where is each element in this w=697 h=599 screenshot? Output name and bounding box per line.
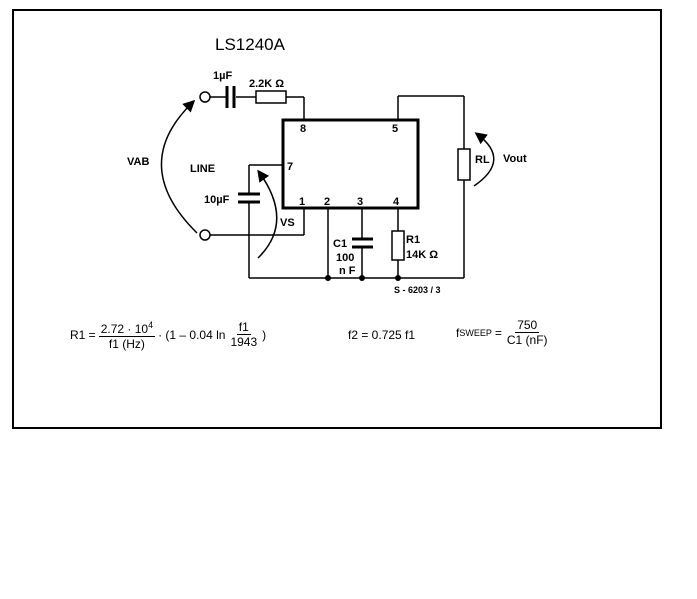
rl-label: RL — [475, 154, 490, 166]
eq-r1-ln-fraction: f1 1943 — [228, 320, 259, 349]
resistor-rl — [457, 148, 471, 181]
cap-1uf-label: 1µF — [213, 70, 232, 82]
pin-7-label: 7 — [287, 161, 293, 173]
eq-r1-den: f1 (Hz) — [108, 337, 145, 351]
resistor-2k2 — [255, 90, 287, 104]
c1-name-label: C1 — [333, 238, 347, 250]
pin-4-label: 4 — [393, 196, 400, 208]
c1-value-b: n F — [339, 265, 356, 277]
pin-1-label: 1 — [299, 196, 305, 208]
eq-f2-text: f2 = 0.725 f1 — [348, 328, 416, 342]
ic-body — [281, 118, 420, 210]
vab-label: VAB — [127, 156, 149, 168]
drawing-reference: S - 6203 / 3 — [394, 285, 441, 295]
eq-r1-mid: · (1 – 0.04 ln — [158, 327, 226, 342]
eq-r1-exp: 4 — [148, 320, 154, 330]
vout-arrow — [473, 132, 495, 187]
eq-fsweep-fraction: 750 C1 (nF) — [505, 318, 550, 347]
resistor-r1 — [391, 230, 405, 261]
eq-r1-ln-num: f1 — [236, 320, 251, 335]
terminal-a — [199, 91, 211, 103]
capacitor-10uf — [238, 192, 260, 204]
res-2k2-label: 2.2K Ω — [249, 78, 284, 90]
eq-r1-num: 2.72 · 10 — [100, 322, 149, 336]
pin-3-label: 3 — [357, 196, 363, 208]
equation-r1: R1 = 2.72 · 104 f1 (Hz) · (1 – 0.04 ln f… — [70, 318, 266, 351]
r1-value-label: 14K Ω — [406, 249, 438, 261]
capacitor-c1 — [352, 237, 373, 249]
equation-f2: f2 = 0.725 f1 — [348, 328, 415, 342]
eq-fsweep-num: 750 — [515, 318, 540, 333]
eq-r1-fraction: 2.72 · 104 f1 (Hz) — [98, 318, 156, 351]
eq-fsweep-eq: = — [494, 325, 502, 340]
vout-label: Vout — [503, 153, 527, 165]
terminal-b — [199, 229, 211, 241]
pin-8-label: 8 — [300, 123, 306, 135]
input-path — [210, 96, 305, 120]
figure-frame — [12, 9, 662, 429]
chip-title: LS1240A — [215, 35, 286, 54]
eq-fsweep-lhs: f — [456, 325, 460, 340]
vab-arrow — [160, 99, 198, 234]
vs-arrow — [257, 169, 278, 259]
line-label: LINE — [190, 163, 215, 175]
output-path — [397, 95, 465, 279]
node-pin2 — [325, 275, 331, 281]
eq-fsweep-sub: SWEEP — [459, 327, 492, 338]
c1-value-a: 100 — [336, 252, 354, 264]
eq-fsweep-den: C1 (nF) — [506, 333, 548, 347]
capacitor-1uf — [225, 86, 236, 108]
node-pin3 — [359, 275, 365, 281]
line-path — [248, 164, 398, 279]
vs-label: VS — [280, 217, 295, 229]
r1-name-label: R1 — [406, 234, 420, 246]
pin-5-label: 5 — [392, 123, 398, 135]
ground-line-input — [210, 208, 305, 236]
eq-r1-ln-den: 1943 — [230, 335, 258, 349]
eq-r1-close: ) — [262, 327, 267, 342]
eq-r1-lhs: R1 = — [70, 327, 96, 342]
cap-10uf-label: 10µF — [204, 194, 230, 206]
pin-2-label: 2 — [324, 196, 330, 208]
